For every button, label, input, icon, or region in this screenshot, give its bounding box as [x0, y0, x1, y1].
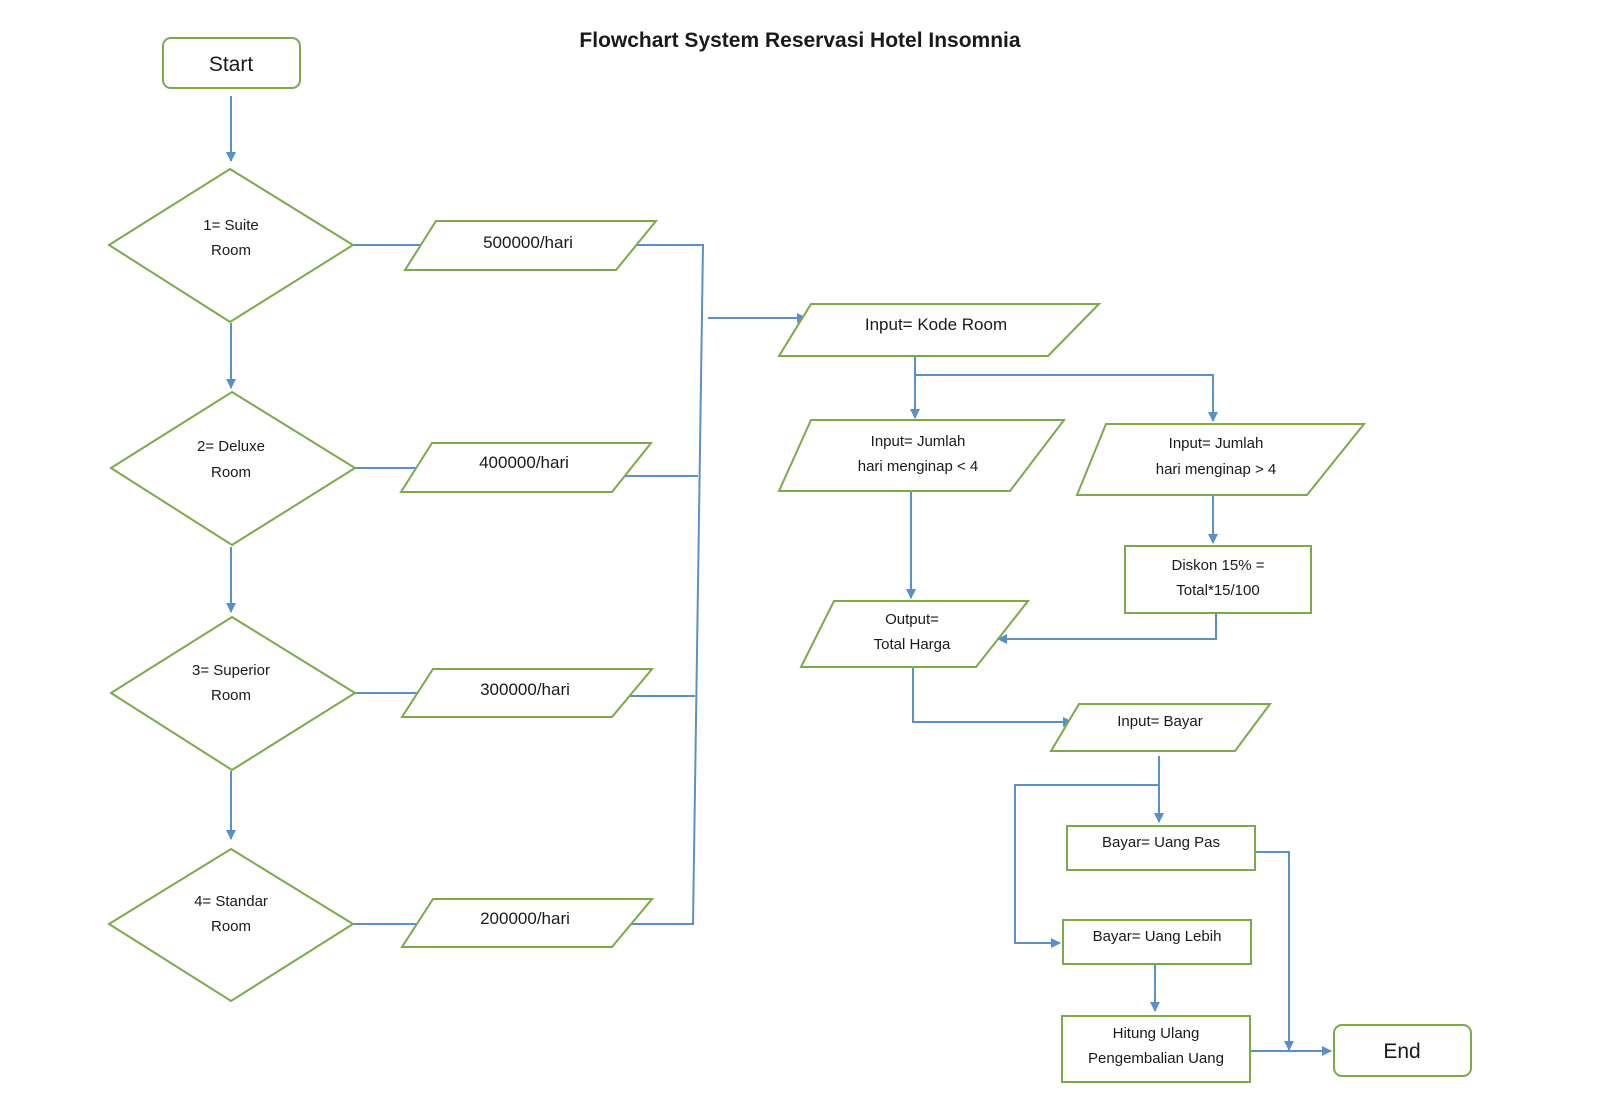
decision-suite-room: 1= Suite Room: [107, 167, 355, 324]
hitung-ulang-line2: Pengembalian Uang: [1088, 1050, 1224, 1067]
end-label: End: [1383, 1040, 1420, 1063]
start-label: Start: [209, 53, 254, 76]
input-hari-lebih: Input= Jumlah hari menginap > 4: [1075, 423, 1367, 496]
input-hari-lebih-line1: Input= Jumlah: [1169, 435, 1264, 452]
input-hari-kurang: Input= Jumlah hari menginap < 4: [777, 419, 1067, 492]
output-total-line1: Output=: [885, 611, 939, 628]
decision-standar-line2: Room: [211, 918, 251, 935]
bayar-uang-pas-label: Bayar= Uang Pas: [1102, 834, 1220, 851]
process-diskon-line2: Total*15/100: [1176, 582, 1259, 599]
hitung-ulang-line1: Hitung Ulang: [1113, 1025, 1200, 1042]
connector-diskon-to-output: [997, 613, 1217, 644]
output-total-line2: Total Harga: [874, 636, 951, 653]
process-diskon: Diskon 15% = Total*15/100: [1124, 545, 1312, 614]
price-superior-label: 300000/hari: [480, 680, 570, 699]
end-terminal: End: [1333, 1024, 1472, 1077]
decision-deluxe-room: 2= Deluxe Room: [109, 390, 357, 547]
price-suite: 500000/hari: [403, 220, 659, 271]
process-bayar-uang-pas: Bayar= Uang Pas: [1066, 825, 1256, 871]
connectors: [226, 96, 1332, 1056]
input-kode-room: Input= Kode Room: [777, 303, 1102, 357]
decision-superior-room: 3= Superior Room: [109, 615, 357, 772]
input-hari-lebih-line2: hari menginap > 4: [1156, 461, 1277, 478]
diagram-title: Flowchart System Reservasi Hotel Insomni…: [579, 29, 1020, 52]
input-hari-kurang-line2: hari menginap < 4: [858, 458, 979, 475]
connector-price-collector: [628, 244, 705, 925]
decision-suite-line2: Room: [211, 242, 251, 259]
decision-superior-line1: 3= Superior: [192, 662, 270, 679]
price-superior: 300000/hari: [400, 668, 655, 718]
process-hitung-ulang: Hitung Ulang Pengembalian Uang: [1061, 1015, 1251, 1083]
decision-suite-line1: 1= Suite: [203, 217, 258, 234]
bayar-uang-lebih-label: Bayar= Uang Lebih: [1093, 928, 1222, 945]
input-hari-kurang-line1: Input= Jumlah: [871, 433, 966, 450]
start-terminal: Start: [162, 37, 301, 89]
input-kode-room-label: Input= Kode Room: [865, 315, 1007, 334]
decision-standar-room: 4= Standar Room: [107, 847, 355, 1003]
decision-superior-line2: Room: [211, 687, 251, 704]
connector-kode-to-hari-lebih: [915, 374, 1218, 422]
price-deluxe-label: 400000/hari: [479, 453, 569, 472]
input-bayar-label: Input= Bayar: [1117, 713, 1202, 730]
price-deluxe: 400000/hari: [399, 442, 654, 493]
decision-deluxe-line1: 2= Deluxe: [197, 438, 265, 455]
connector-output-to-bayar: [912, 664, 1073, 727]
process-bayar-uang-lebih: Bayar= Uang Lebih: [1062, 919, 1252, 965]
connector-bayar-to-uang-lebih: [1014, 784, 1159, 948]
price-standar: 200000/hari: [400, 898, 655, 948]
decision-deluxe-line2: Room: [211, 464, 251, 481]
decision-standar-line1: 4= Standar: [194, 893, 268, 910]
connector-uang-pas-to-end: [1256, 851, 1294, 1051]
price-suite-label: 500000/hari: [483, 233, 573, 252]
output-total-harga: Output= Total Harga: [799, 600, 1031, 668]
input-bayar: Input= Bayar: [1049, 703, 1272, 752]
process-diskon-line1: Diskon 15% =: [1172, 557, 1265, 574]
price-standar-label: 200000/hari: [480, 909, 570, 928]
